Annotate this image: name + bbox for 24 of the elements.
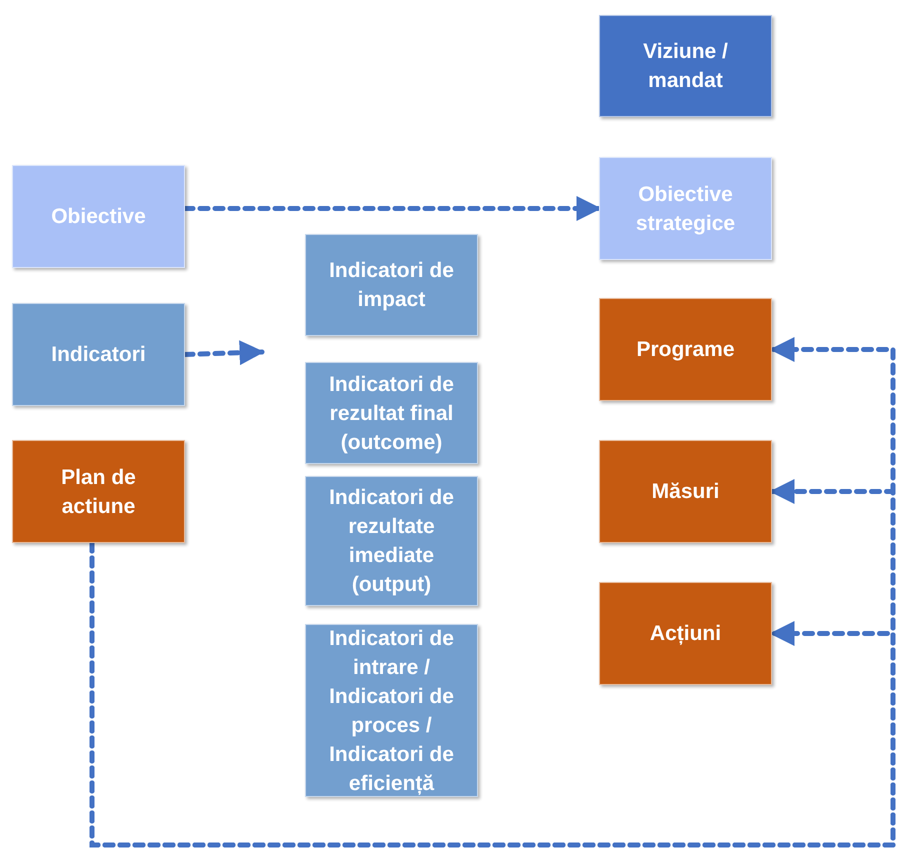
box-label: Indicatori de rezultat final (outcome) [328,372,455,456]
box-label: Obiective [51,204,146,230]
box-label: Măsuri [652,479,720,505]
box-label: Indicatori [51,342,146,368]
process-box [12,165,185,268]
process-box [599,157,772,260]
box-label: Indicatori de rezultate imediate (output) [328,485,455,598]
process-box [599,298,772,401]
box-label: Plan de actiune [60,464,137,520]
process-box [12,440,185,543]
box-label: Indicatori de intrare / Indicatori de proces / Indicatori de eficiență [328,626,455,797]
process-box [12,303,185,406]
box-label: Indicatori de impact [328,258,455,313]
process-box [599,582,772,685]
box-label: Viziune / mandat [642,39,729,94]
process-box [305,476,478,606]
box-label: Obiective strategice [634,182,736,236]
process-box [305,624,478,797]
box-label: Acțiuni [650,621,722,647]
process-box [599,15,772,117]
process-box [305,234,478,336]
process-box [305,362,478,464]
process-box [599,440,772,543]
box-label: Programe [636,337,735,363]
